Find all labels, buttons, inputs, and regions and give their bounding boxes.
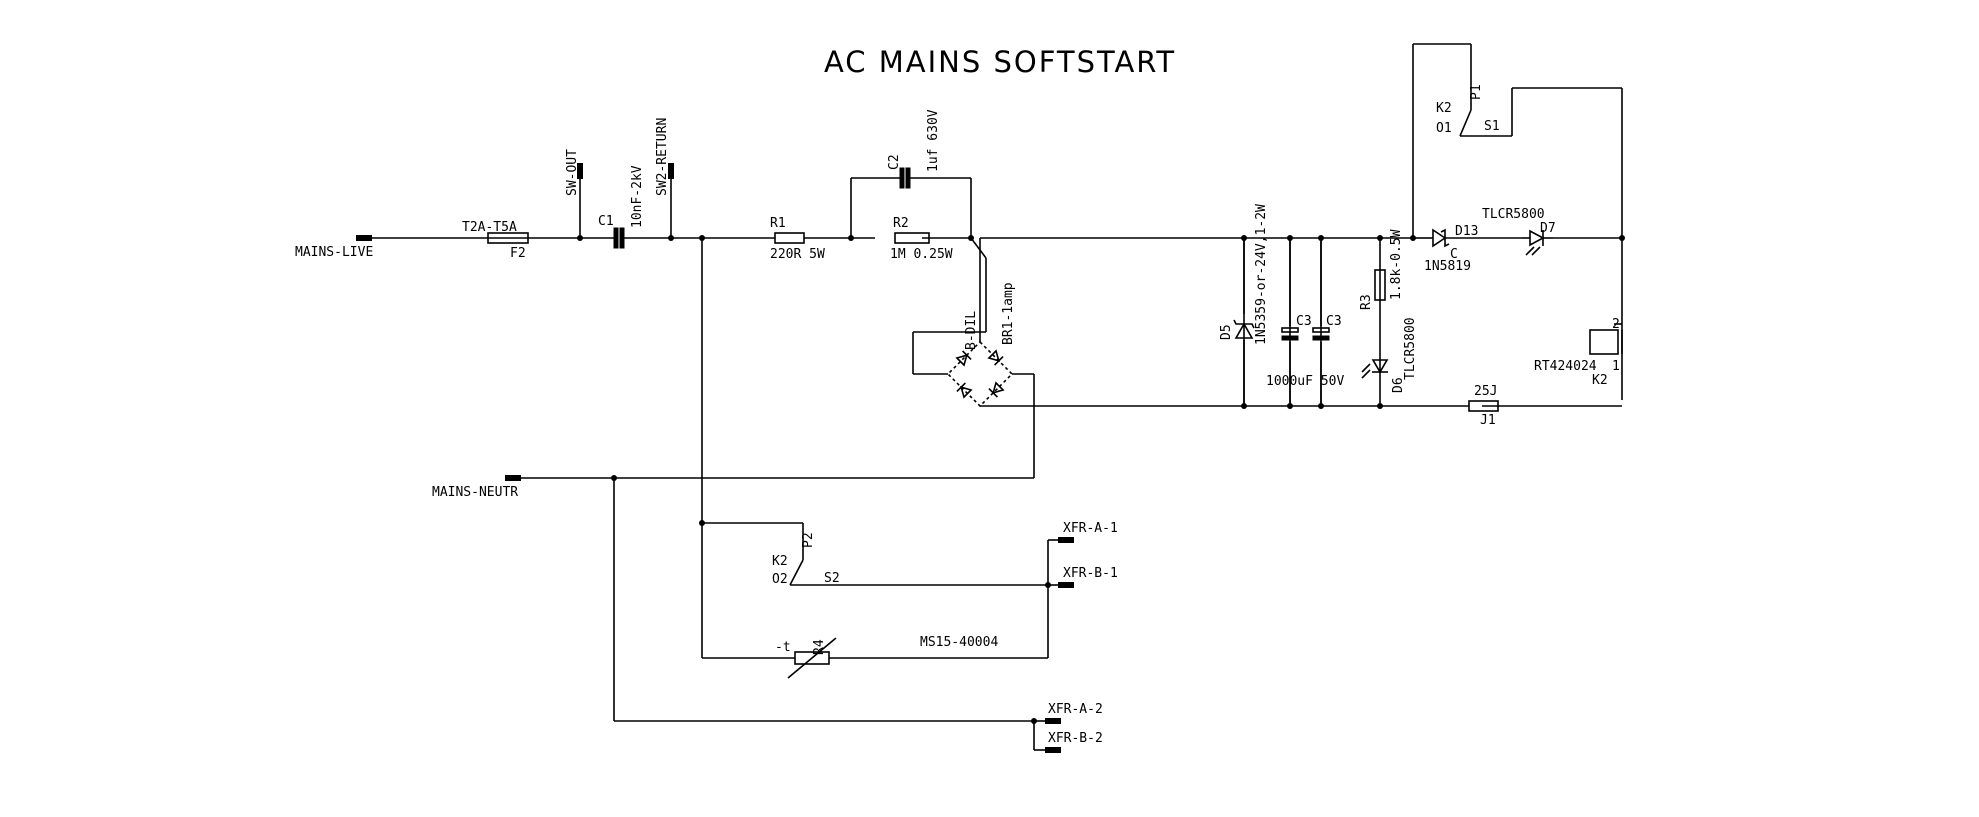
svg-text:1.8k-0.5W: 1.8k-0.5W xyxy=(1389,229,1404,300)
svg-text:MS15-40004: MS15-40004 xyxy=(920,635,998,650)
svg-text:R2: R2 xyxy=(893,216,909,231)
svg-text:P2: P2 xyxy=(801,532,816,548)
net-mains-live: MAINS-LIVE xyxy=(295,235,373,260)
capacitor-c2: C2 1uf 630V xyxy=(887,109,941,189)
relay-coil-k2: 2 RT424024 1 K2 xyxy=(1534,317,1623,388)
net-label-mains-live: MAINS-LIVE xyxy=(295,245,373,260)
capacitor-c1: C1 10nF-2kV xyxy=(598,165,645,249)
svg-text:C2: C2 xyxy=(887,154,902,170)
svg-text:10nF-2kV: 10nF-2kV xyxy=(630,165,645,228)
bridge-rectifier-br1: B-DIL BR1-1amp xyxy=(946,282,1016,408)
svg-text:D6: D6 xyxy=(1391,377,1406,393)
net-label-mains-neutr: MAINS-NEUTR xyxy=(432,485,518,500)
svg-text:S1: S1 xyxy=(1484,119,1500,134)
net-label-xfr-a-2: XFR-A-2 xyxy=(1048,702,1103,717)
thermistor-r4: R4 -t MS15-40004 xyxy=(775,635,998,679)
net-xfr-a-2: XFR-A-2 xyxy=(1045,702,1103,724)
svg-text:P1: P1 xyxy=(1469,84,1484,100)
svg-text:BR1-1amp: BR1-1amp xyxy=(1001,282,1016,345)
svg-text:1N5359-or-24V,1-2W: 1N5359-or-24V,1-2W xyxy=(1254,204,1269,345)
svg-text:1M 0.25W: 1M 0.25W xyxy=(890,247,953,262)
svg-text:RT424024: RT424024 xyxy=(1534,359,1597,374)
diode-d13: D13 1N5819 C xyxy=(1423,224,1481,274)
net-label-xfr-b-1: XFR-B-1 xyxy=(1063,566,1118,581)
capacitor-c3-a: C3 xyxy=(1281,238,1312,406)
svg-text:K2: K2 xyxy=(1592,373,1608,388)
svg-text:R3: R3 xyxy=(1359,294,1374,310)
relay-switch-k2-s1: K2 P1 O1 S1 xyxy=(1436,84,1500,137)
net-xfr-b-2: XFR-B-2 xyxy=(1045,731,1103,753)
svg-text:1: 1 xyxy=(1612,359,1620,374)
svg-text:B-DIL: B-DIL xyxy=(964,311,979,350)
junction-dots xyxy=(577,235,1625,724)
led-d7: TLCR5800 D7 xyxy=(1482,207,1556,256)
svg-text:T2A-T5A: T2A-T5A xyxy=(462,220,517,235)
net-sw2-return: SW2-RETURN xyxy=(655,118,674,196)
net-xfr-a-1: XFR-A-1 xyxy=(1058,521,1118,543)
svg-text:TLCR5800: TLCR5800 xyxy=(1403,317,1418,380)
net-sw-out: SW-OUT xyxy=(565,149,583,196)
svg-text:D5: D5 xyxy=(1219,324,1234,340)
relay-switch-k2-s2: K2 P2 O2 S2 xyxy=(772,528,840,587)
svg-text:O1: O1 xyxy=(1436,121,1452,136)
svg-text:C: C xyxy=(1450,247,1458,262)
resistor-r1: R1 220R 5W xyxy=(770,216,825,262)
svg-text:O2: O2 xyxy=(772,572,788,587)
fuse-f2: T2A-T5A F2 xyxy=(462,220,529,261)
svg-text:-t: -t xyxy=(775,640,791,655)
zener-diode-d5: D5 1N5359-or-24V,1-2W xyxy=(1219,204,1269,406)
net-label-sw2-return: SW2-RETURN xyxy=(655,118,670,196)
svg-text:K2: K2 xyxy=(772,554,788,569)
svg-text:R1: R1 xyxy=(770,216,786,231)
capacitor-c3-b: C3 xyxy=(1312,238,1342,406)
net-label-xfr-a-1: XFR-A-1 xyxy=(1063,521,1118,536)
svg-text:J1: J1 xyxy=(1480,413,1496,428)
svg-text:1uf 630V: 1uf 630V xyxy=(926,109,941,172)
resistor-r2: R2 1M 0.25W xyxy=(890,216,953,262)
net-xfr-b-1: XFR-B-1 xyxy=(1058,566,1118,588)
net-mains-neutr: MAINS-NEUTR xyxy=(432,475,521,500)
svg-text:2: 2 xyxy=(1612,317,1620,332)
net-label-sw-out: SW-OUT xyxy=(565,149,580,196)
svg-text:F2: F2 xyxy=(510,246,526,261)
schematic-title: AC MAINS SOFTSTART xyxy=(824,45,1176,79)
svg-text:S2: S2 xyxy=(824,571,840,586)
svg-text:C3: C3 xyxy=(1326,314,1342,329)
svg-text:TLCR5800: TLCR5800 xyxy=(1482,207,1545,222)
jumper-j1: 25J J1 xyxy=(1468,384,1499,428)
svg-text:25J: 25J xyxy=(1474,384,1497,399)
svg-text:K2: K2 xyxy=(1436,101,1452,116)
net-label-xfr-b-2: XFR-B-2 xyxy=(1048,731,1103,746)
svg-text:D7: D7 xyxy=(1540,221,1556,236)
svg-text:D13: D13 xyxy=(1455,224,1478,239)
svg-text:C3: C3 xyxy=(1296,314,1312,329)
svg-text:R4: R4 xyxy=(812,639,827,655)
svg-text:1N5819: 1N5819 xyxy=(1424,259,1471,274)
svg-text:220R 5W: 220R 5W xyxy=(770,247,825,262)
svg-text:C1: C1 xyxy=(598,214,614,229)
led-d6: D6 TLCR5800 xyxy=(1361,317,1418,393)
c3-value-label: 1000uF 50V xyxy=(1266,374,1344,389)
resistor-r3: R3 1.8k-0.5W xyxy=(1359,229,1404,310)
